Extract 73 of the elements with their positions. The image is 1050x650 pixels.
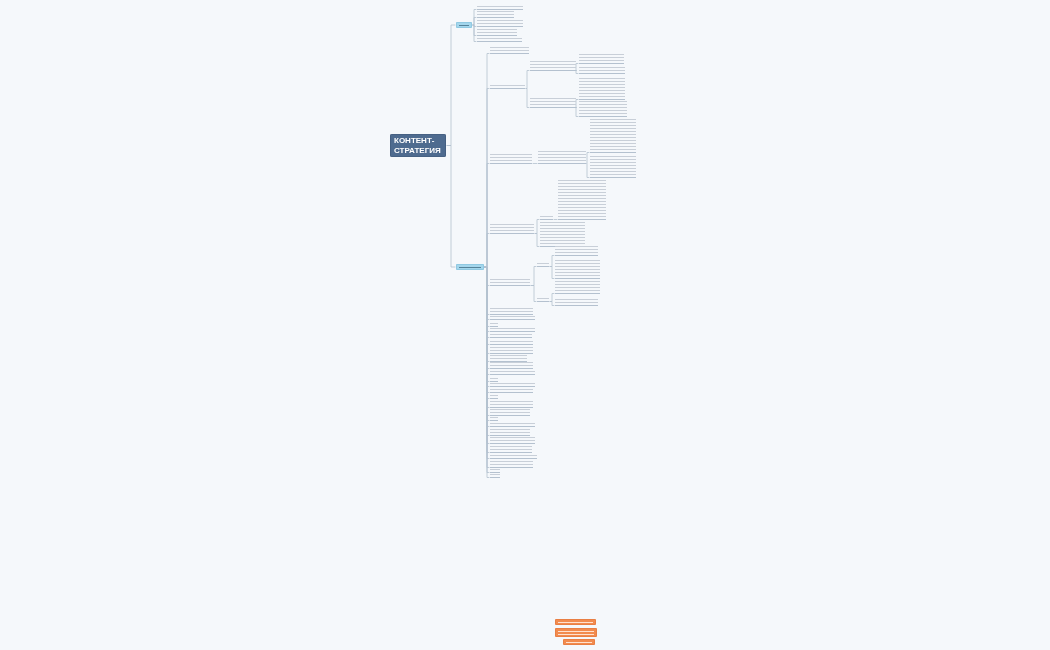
text-placeholder-bar	[490, 370, 535, 375]
connector-line	[530, 266, 537, 286]
text-placeholder-bar	[490, 361, 533, 369]
text-placeholder-bar	[490, 388, 533, 393]
topic-title: КОНТЕНТ-СТРАТЕГИЯ	[394, 136, 442, 155]
text-placeholder-bar	[477, 37, 522, 42]
connector-line	[549, 266, 555, 279]
note-box	[563, 639, 595, 645]
connector-line	[532, 163, 538, 164]
connector-line	[446, 145, 456, 268]
text-placeholder-bar	[590, 155, 636, 178]
text-placeholder-bar	[490, 468, 500, 473]
text-placeholder-bar	[537, 262, 549, 267]
topic-box	[456, 22, 472, 28]
connector-line	[586, 152, 590, 164]
connector-line	[472, 24, 477, 42]
connector-line	[549, 301, 555, 306]
text-placeholder-bar	[490, 307, 533, 315]
text-placeholder-bar	[555, 259, 600, 279]
text-placeholder-bar	[490, 454, 537, 459]
text-placeholder-bar	[490, 416, 498, 421]
connector-line	[575, 70, 579, 74]
connector-line	[586, 163, 590, 178]
text-placeholder-bar	[490, 354, 527, 362]
text-placeholder-bar	[490, 394, 498, 399]
text-placeholder-bar	[538, 150, 586, 164]
connector-line	[525, 88, 530, 108]
topic-box	[456, 264, 484, 270]
connector-line	[484, 233, 490, 268]
text-placeholder-bar	[490, 346, 533, 354]
connector-line	[534, 219, 540, 234]
connector-line	[549, 293, 555, 302]
text-placeholder-bar	[490, 377, 498, 382]
text-placeholder-bar	[490, 333, 532, 338]
text-placeholder-bar	[537, 297, 549, 302]
text-placeholder-bar	[490, 445, 532, 453]
connector-line	[530, 285, 537, 302]
connector-line	[534, 233, 540, 247]
text-placeholder-bar	[490, 400, 533, 408]
connector-line	[549, 255, 555, 267]
text-placeholder-bar	[530, 60, 576, 71]
text-placeholder-bar	[490, 315, 535, 320]
text-placeholder-bar	[490, 473, 500, 478]
text-placeholder-bar	[477, 10, 514, 18]
text-placeholder-bar	[490, 153, 532, 164]
text-placeholder-bar	[579, 100, 627, 117]
text-placeholder-bar	[579, 66, 625, 74]
connector-line	[575, 99, 579, 108]
text-placeholder-bar	[490, 223, 534, 234]
text-placeholder-bar	[490, 422, 535, 427]
note-box	[555, 619, 596, 625]
text-placeholder-bar	[490, 408, 530, 416]
connector-line	[553, 219, 558, 220]
text-placeholder-bar	[490, 382, 535, 387]
text-placeholder-bar	[490, 327, 535, 332]
text-placeholder-bar	[490, 460, 533, 468]
text-placeholder-bar	[530, 97, 576, 108]
text-placeholder-bar	[540, 221, 585, 247]
text-placeholder-bar	[490, 428, 530, 436]
text-placeholder-bar	[490, 340, 533, 345]
note-box	[555, 628, 597, 637]
connector-line	[575, 107, 579, 117]
connector-line	[472, 17, 477, 26]
connector-line	[575, 63, 579, 71]
text-placeholder-bar	[490, 278, 530, 286]
text-placeholder-bar	[490, 84, 525, 89]
text-placeholder-bar	[477, 19, 523, 27]
text-placeholder-bar	[555, 298, 598, 306]
text-placeholder-bar	[477, 28, 517, 36]
text-placeholder-bar	[490, 436, 535, 444]
connector-line	[472, 24, 477, 27]
connector-line	[525, 70, 530, 89]
text-placeholder-bar	[490, 322, 498, 327]
